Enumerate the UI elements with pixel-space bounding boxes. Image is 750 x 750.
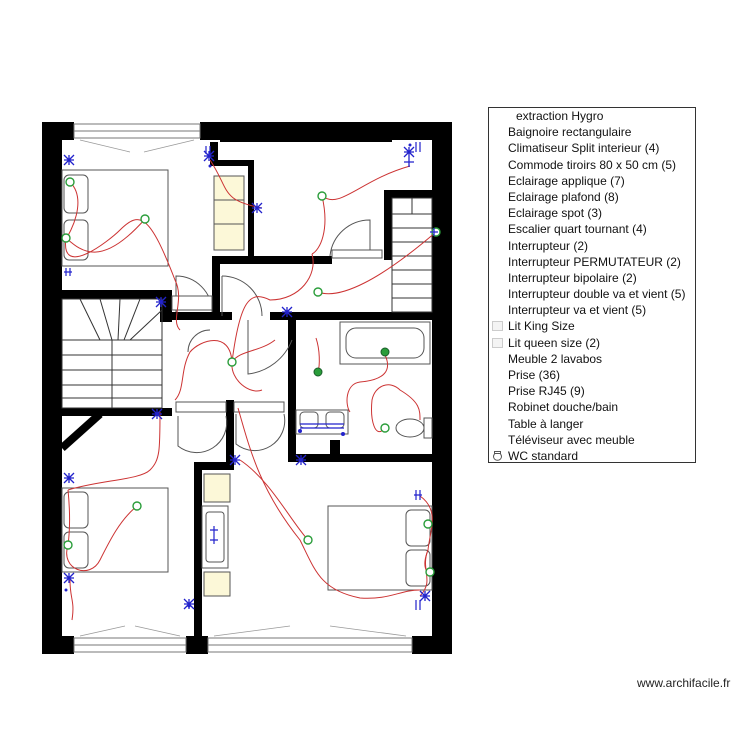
windows [73, 123, 413, 653]
wc-icon [493, 450, 502, 461]
legend-item: Interrupteur double va et vient (5) [508, 287, 686, 302]
bed-icon [492, 337, 503, 348]
legend-item: Meuble 2 lavabos [508, 351, 603, 366]
credit-link[interactable]: www.archifacile.fr [637, 676, 731, 690]
legend-item: Robinet douche/bain [508, 400, 619, 415]
double-sink [295, 409, 349, 435]
socket-markers [61, 177, 441, 577]
window-sashes [79, 139, 407, 637]
legend-item: Baignoire rectangulaire [508, 125, 632, 140]
legend-item: Climatiseur Split interieur (4) [508, 141, 660, 156]
legend-item: Escalier quart tournant (4) [508, 222, 647, 237]
legend-item: WC standard [489, 448, 695, 464]
legend: extraction Hygro Baignoire rectangulaire… [488, 107, 696, 463]
wc [395, 417, 433, 439]
legend-item: Commode tiroirs 80 x 50 cm (5) [508, 157, 677, 172]
switch-markers [63, 146, 438, 610]
changing-table [201, 505, 229, 569]
bed-bottom-left [61, 487, 169, 573]
legend-item: Table à langer [508, 416, 584, 431]
light-markers [313, 347, 390, 377]
legend-item: extraction Hygro [516, 109, 604, 123]
staircase-left [61, 298, 163, 409]
exterior-walls [42, 122, 452, 654]
switch-dots [64, 143, 412, 608]
legend-item: Prise RJ45 (9) [508, 384, 585, 399]
bed-top-left [61, 169, 169, 267]
legend-item: Prise (36) [508, 368, 561, 382]
legend-item: Interrupteur bipolaire (2) [508, 270, 637, 285]
chests-of-drawers [203, 175, 245, 597]
bed-bottom-right [327, 505, 433, 591]
legend-item: Téléviseur avec meuble [508, 432, 635, 447]
legend-item: Interrupteur (2) [508, 238, 589, 253]
legend-item: Eclairage applique (7) [508, 173, 625, 188]
bed-icon [492, 321, 503, 332]
legend-item: Eclairage plafond (8) [508, 189, 619, 204]
legend-item: Lit queen size (2) [489, 335, 695, 351]
staircase-right [391, 197, 433, 313]
doors [171, 219, 383, 454]
bathtub [339, 321, 431, 365]
legend-item: Lit King Size [489, 318, 695, 334]
diagonal-wall [59, 411, 103, 451]
interior-walls [62, 142, 432, 636]
legend-item: Eclairage spot (3) [508, 206, 603, 221]
socket-blocks [64, 142, 422, 610]
legend-item: Interrupteur PERMUTATEUR (2) [508, 254, 681, 269]
legend-item: Interrupteur va et vient (5) [508, 303, 647, 318]
